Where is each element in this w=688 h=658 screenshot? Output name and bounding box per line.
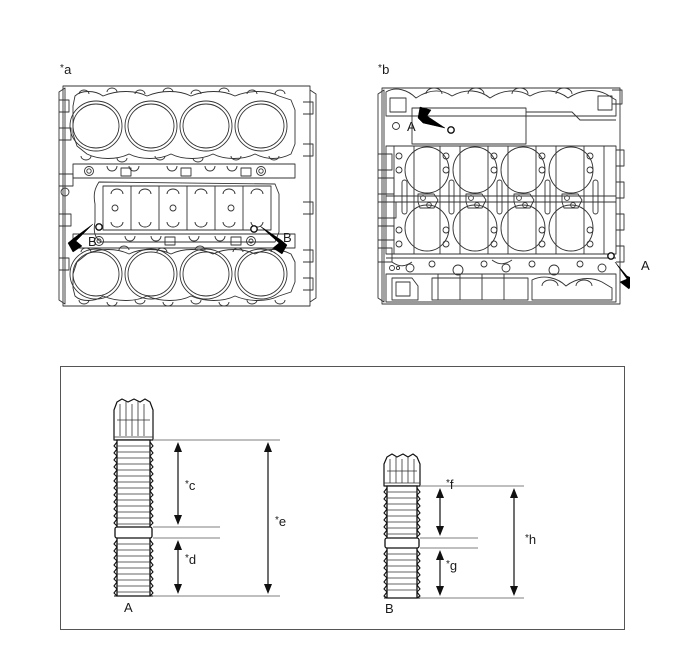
dimension-label-h: *h [525, 532, 536, 547]
dimension-label-d-text: *d [185, 552, 197, 567]
callout-arrow-b-right [259, 225, 288, 255]
dimension-label-e-text: *e [275, 514, 287, 529]
bolt-b-label-text: B [385, 601, 394, 616]
dimension-label-f: *f [446, 477, 454, 492]
dimension-label-d: *d [185, 552, 196, 567]
callout-label-a-upper-text: A [407, 119, 416, 134]
ref-label-a-text: *a [60, 62, 72, 77]
bolt-a-label: A [124, 600, 133, 615]
callout-arrow-b-left [67, 223, 94, 253]
callout-label-a-upper: A [407, 119, 416, 134]
bolt-hole-marker-a-upper [447, 126, 455, 134]
bolt-hole-marker-b-right [250, 225, 258, 233]
dimension-label-g: *g [446, 558, 457, 573]
dimension-label-h-text: *h [525, 532, 537, 547]
dimension-label-g-text: *g [446, 558, 458, 573]
dimension-line-c [174, 442, 182, 525]
dimension-label-c: *c [185, 478, 195, 493]
dimension-label-e: *e [275, 514, 286, 529]
ref-label-b-text: *b [378, 62, 390, 77]
engine-block-lower-view [377, 87, 630, 305]
bolt-b-drawing [383, 453, 524, 599]
callout-label-b-left: B [88, 234, 97, 249]
bolt-a-drawing [113, 398, 280, 597]
callout-label-a-lower-text: A [641, 258, 650, 273]
ref-label-b: *b [378, 62, 390, 77]
bolt-detail-panel [60, 366, 625, 630]
bolt-b-label: B [385, 601, 394, 616]
dimension-line-h [510, 488, 518, 596]
callout-arrow-a-upper [417, 106, 446, 129]
callout-label-b-right: B [283, 230, 292, 245]
dimension-label-c-text: *c [185, 478, 196, 493]
dimension-line-f [436, 488, 444, 536]
dimension-line-d [174, 540, 182, 594]
dimension-line-g [436, 550, 444, 596]
callout-label-a-lower: A [641, 258, 650, 273]
ref-label-a: *a [60, 62, 72, 77]
bolt-a-label-text: A [124, 600, 133, 615]
engine-block-upper-view [58, 85, 317, 307]
callout-label-b-right-text: B [283, 230, 292, 245]
bolt-hole-marker-a-lower [607, 252, 615, 260]
callout-arrow-a-lower [614, 261, 630, 290]
callout-label-b-left-text: B [88, 234, 97, 249]
dimension-line-e [264, 442, 272, 594]
bolt-hole-marker-b-left [95, 223, 103, 231]
dimension-label-f-text: *f [446, 477, 454, 492]
